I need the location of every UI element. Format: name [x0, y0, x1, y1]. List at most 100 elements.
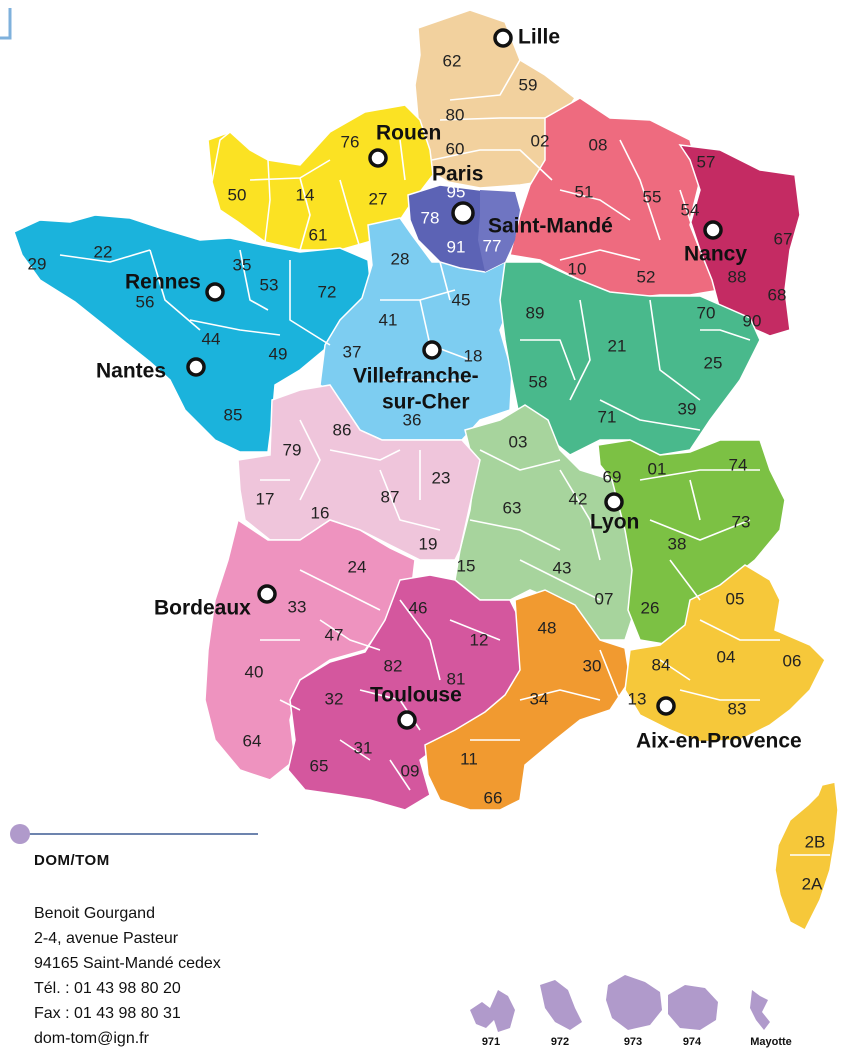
region-aquitaine	[204, 518, 416, 781]
department-label: 05	[726, 589, 745, 608]
city-marker	[257, 584, 277, 604]
department-label: 2A	[802, 874, 823, 893]
department-label: 90	[743, 311, 762, 330]
department-label: 25	[704, 353, 723, 372]
department-label: 65	[310, 756, 329, 775]
department-label: 31	[354, 738, 373, 757]
department-label: 95	[447, 182, 466, 201]
legend-dot	[10, 824, 30, 844]
department-label: 42	[569, 489, 588, 508]
department-label: 84	[652, 655, 671, 674]
department-border	[449, 619, 501, 641]
region-limousin	[237, 384, 481, 561]
department-label: 43	[553, 558, 572, 577]
department-label: 04	[717, 647, 736, 666]
department-label: 38	[668, 534, 687, 553]
department-label: 70	[697, 303, 716, 322]
legend-title: DOM/TOM	[34, 852, 110, 869]
department-label: 72	[318, 282, 337, 301]
department-label: 81	[447, 669, 466, 688]
city-label: Lyon	[590, 511, 639, 534]
department-label: 27	[369, 189, 388, 208]
department-border	[649, 299, 701, 401]
department-label: 54	[681, 200, 700, 219]
island-mayotte-shape	[750, 990, 770, 1030]
department-label: 40	[245, 662, 264, 681]
department-label: 26	[641, 598, 660, 617]
department-label: 68	[768, 285, 787, 304]
department-border	[149, 249, 201, 331]
department-label: 82	[384, 656, 403, 675]
department-label: 66	[484, 788, 503, 807]
city-marker	[422, 340, 442, 360]
legend-line: Fax : 01 43 98 80 31	[34, 1005, 181, 1022]
department-label: 41	[379, 310, 398, 329]
overseas-label: Mayotte	[750, 1036, 792, 1048]
department-label: 16	[311, 503, 330, 522]
department-label: 58	[529, 372, 548, 391]
department-label: 87	[381, 487, 400, 506]
department-label: 88	[728, 267, 747, 286]
city-marker	[397, 710, 417, 730]
department-label: 44	[202, 329, 221, 348]
department-border	[700, 329, 751, 341]
department-border	[399, 139, 406, 181]
department-label: 17	[256, 489, 275, 508]
department-label: 33	[288, 597, 307, 616]
department-label: 48	[538, 618, 557, 637]
department-label: 13	[628, 689, 647, 708]
department-border	[679, 689, 760, 701]
department-label: 34	[530, 689, 549, 708]
department-label: 22	[94, 242, 113, 261]
city-label: Saint-Mandé	[488, 215, 613, 238]
department-label: 86	[333, 420, 352, 439]
department-border	[699, 619, 780, 641]
department-border	[520, 339, 576, 381]
department-label: 85	[224, 405, 243, 424]
department-border	[479, 449, 561, 471]
department-label: 74	[729, 455, 748, 474]
department-label: 14	[296, 185, 315, 204]
island-972-shape	[540, 980, 582, 1030]
department-label: 52	[637, 267, 656, 286]
department-label: 60	[446, 139, 465, 158]
department-border	[689, 479, 701, 521]
overseas-label: 971	[482, 1036, 500, 1048]
department-label: 29	[28, 254, 47, 273]
city-label-line2: sur-Cher	[382, 391, 470, 414]
department-label: 56	[136, 292, 155, 311]
department-border	[449, 59, 521, 101]
department-label: 51	[575, 182, 594, 201]
department-label: 69	[603, 467, 622, 486]
department-label: 23	[432, 468, 451, 487]
department-border	[239, 249, 269, 311]
department-border	[189, 319, 281, 336]
department-label: 32	[325, 689, 344, 708]
department-label: 15	[457, 556, 476, 575]
overseas-label: 974	[683, 1036, 702, 1048]
corner-bracket	[0, 8, 12, 40]
department-border	[569, 299, 591, 401]
region-idf-east	[478, 190, 520, 272]
city-label: Nantes	[96, 360, 166, 383]
department-label: 91	[447, 237, 466, 256]
overseas-label: 972	[551, 1036, 569, 1048]
department-border	[599, 649, 621, 701]
department-label: 55	[643, 187, 662, 206]
department-border	[299, 419, 321, 501]
city-label: Toulouse	[370, 684, 462, 707]
cities: LilleRouenParisSaint-MandéNancyRennesNan…	[96, 26, 802, 753]
city-marker	[604, 492, 624, 512]
city-label: Aix-en-Provence	[636, 730, 802, 753]
city-marker	[205, 282, 225, 302]
department-label: 06	[783, 651, 802, 670]
city-label: Bordeaux	[154, 597, 251, 620]
department-border	[599, 399, 701, 431]
department-border	[639, 469, 760, 481]
island-971-shape	[470, 990, 515, 1032]
department-border	[59, 249, 151, 263]
